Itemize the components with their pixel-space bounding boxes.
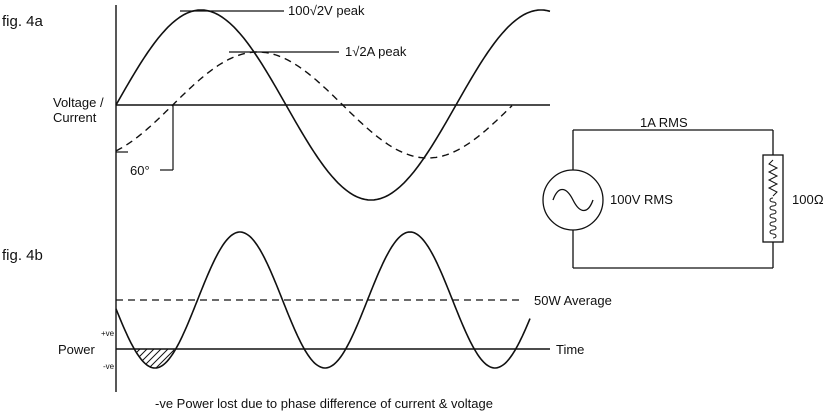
hatch-line (159, 349, 174, 368)
voltage-waveform (115, 9, 551, 201)
negative-label: -ve (103, 362, 115, 371)
positive-label: +ve (101, 329, 115, 338)
resistor-zigzag-icon (767, 159, 779, 197)
phase-angle-label: 60° (130, 163, 150, 178)
fig-4b-yaxis-label: Power (58, 342, 96, 357)
negative-power-hatch (116, 349, 231, 385)
hatch-line (188, 349, 224, 385)
fig-4a-label: fig. 4a (2, 13, 44, 30)
negative-power-footnote: -ve Power lost due to phase difference o… (155, 396, 493, 411)
current-waveform (115, 51, 513, 159)
fig-4a-yaxis-label-line1: Voltage / (53, 95, 104, 110)
hatch-line (195, 349, 231, 385)
hatch-line (124, 349, 162, 368)
time-axis-label: Time (556, 342, 584, 357)
ac-sine-icon (552, 188, 594, 212)
average-power-label: 50W Average (534, 293, 612, 308)
resistor-coil-icon (769, 197, 777, 239)
resistance-label: 100Ω (792, 192, 824, 207)
fig-4a-yaxis-label-line2: Current (53, 110, 97, 125)
current-peak-label: 1√2A peak (345, 44, 407, 59)
source-voltage-label: 100V RMS (610, 192, 673, 207)
hatch-line (181, 349, 217, 385)
fig-4b-label: fig. 4b (2, 247, 43, 264)
voltage-peak-label: 100√2V peak (288, 3, 365, 18)
power-waveform (115, 231, 531, 369)
circuit-diagram: 1A RMS 100V RMS 100Ω (542, 115, 824, 269)
hatch-line (117, 349, 155, 368)
hatch-line (173, 349, 174, 368)
circuit-current-label: 1A RMS (640, 115, 688, 130)
